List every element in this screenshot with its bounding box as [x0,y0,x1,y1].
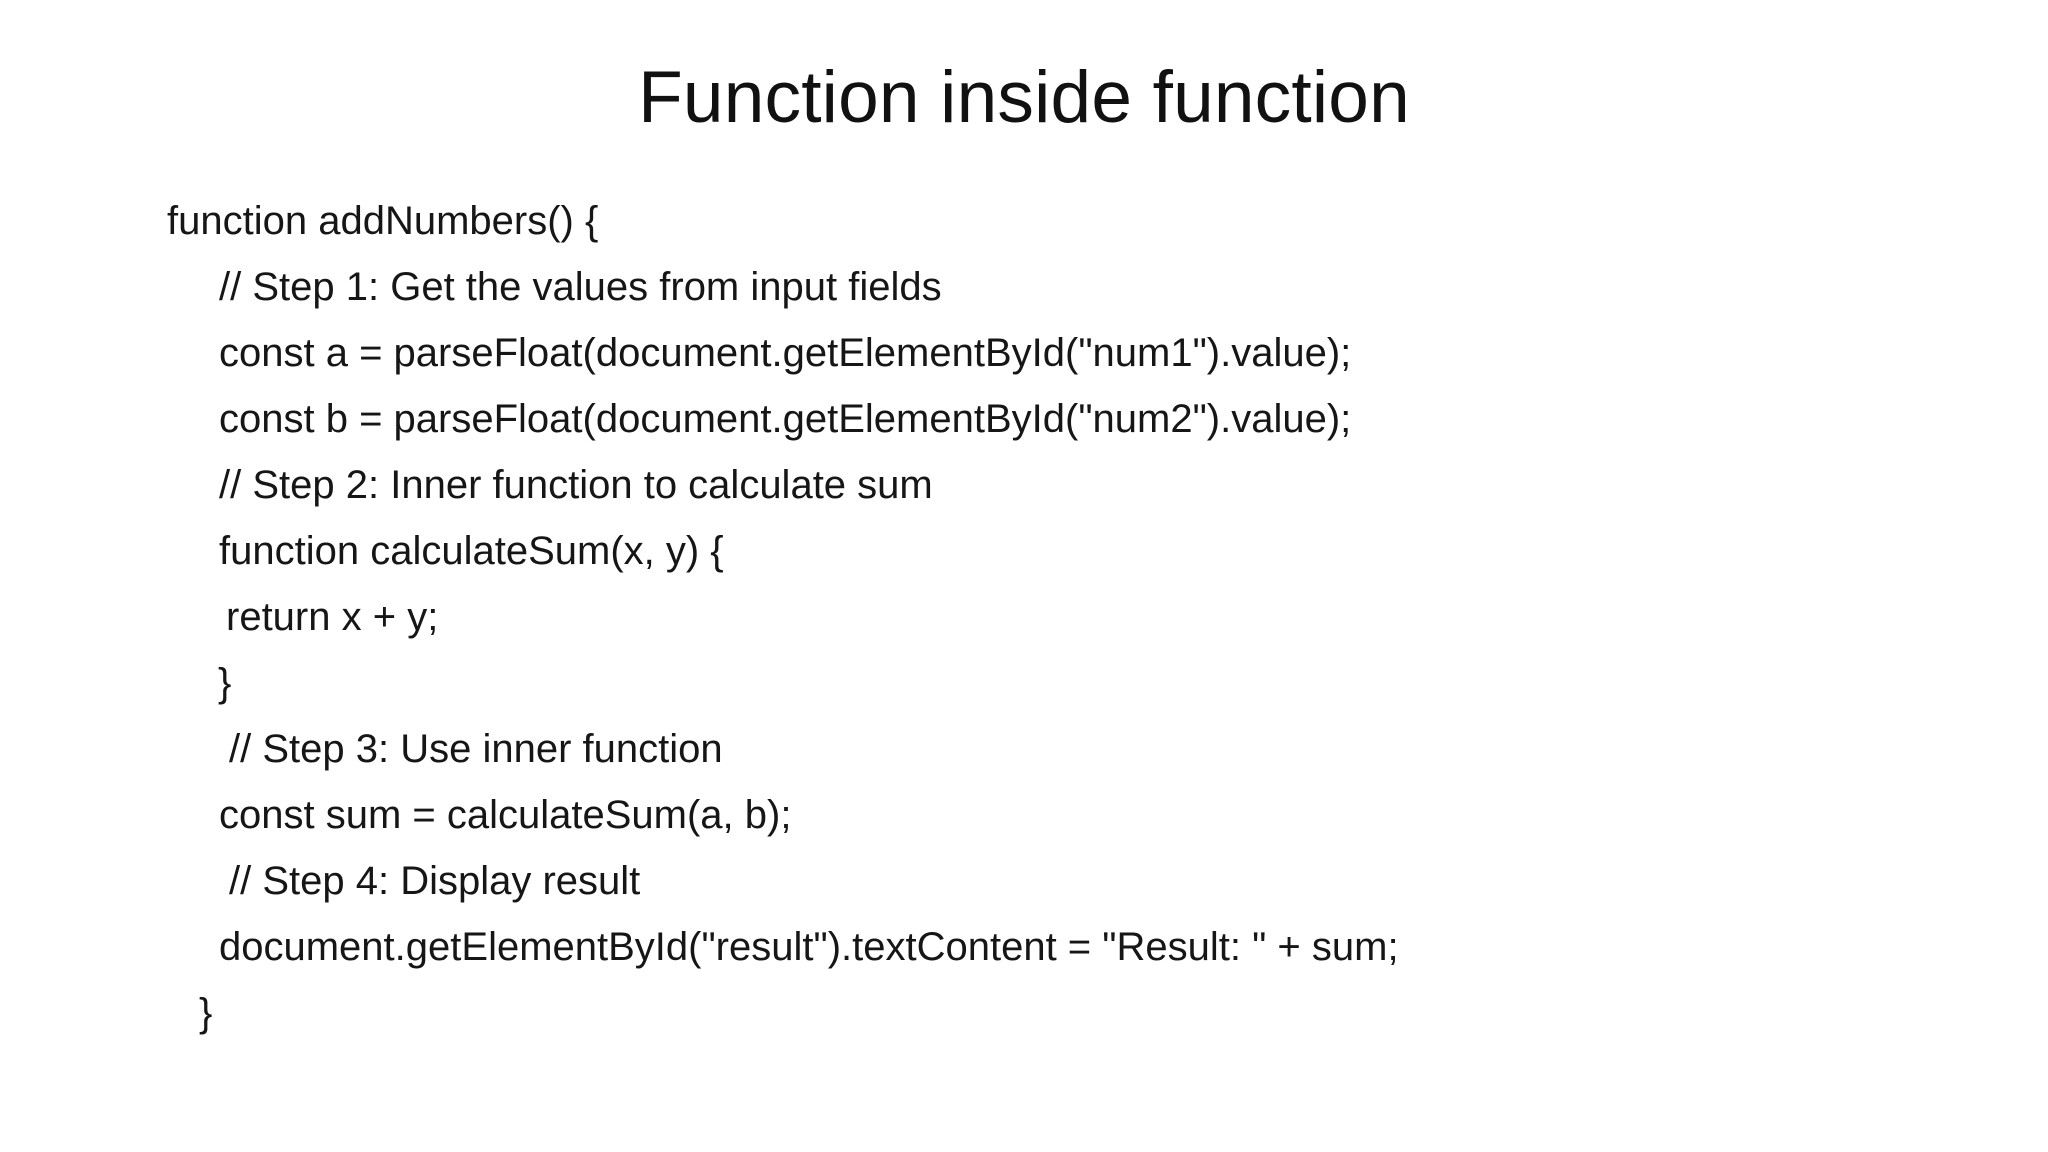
code-line: } [218,661,232,705]
code-line: function calculateSum(x, y) { [219,529,724,573]
code-line: const b = parseFloat(document.getElement… [219,397,1352,441]
code-line: const a = parseFloat(document.getElement… [219,331,1352,375]
code-line: function addNumbers() { [167,199,599,243]
page-title: Function inside function [638,57,1410,138]
code-line: // Step 1: Get the values from input fie… [219,265,942,309]
code-block: function addNumbers() { // Step 1: Get th… [0,188,2048,1046]
code-line: return x + y; [226,595,439,639]
code-line: // Step 4: Display result [229,859,641,903]
code-line: } [199,991,213,1035]
code-line: // Step 3: Use inner function [229,727,723,771]
code-line: const sum = calculateSum(a, b); [219,793,792,837]
code-line: // Step 2: Inner function to calculate s… [219,463,933,507]
code-line: document.getElementById("result").textCo… [219,925,1399,969]
